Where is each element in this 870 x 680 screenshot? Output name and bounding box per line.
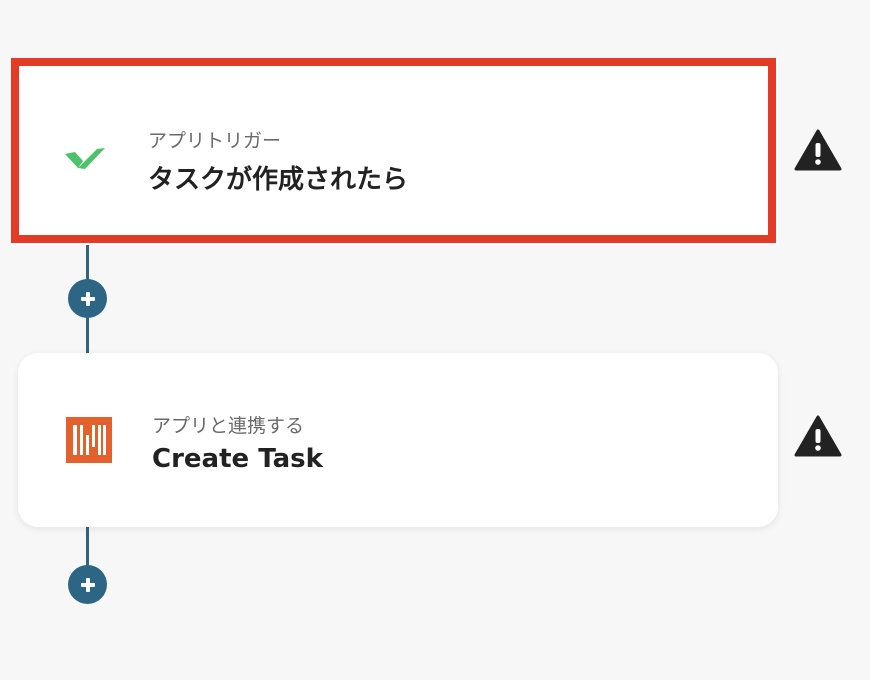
step-type-label: アプリトリガー (148, 130, 282, 152)
warning-icon[interactable] (794, 128, 842, 172)
plus-icon (80, 291, 95, 306)
step-title: タスクが作成されたら (148, 165, 409, 195)
add-step-button[interactable] (68, 279, 107, 318)
step-title: Create Task (152, 444, 323, 474)
flow-connector-line (86, 526, 89, 568)
trigger-step-card[interactable]: アプリトリガー タスクが作成されたら (14, 60, 778, 245)
step-type-label: アプリと連携する (152, 415, 305, 437)
wrike-checkmark-icon (62, 135, 108, 181)
orange-bars-app-icon (66, 417, 112, 463)
plus-icon (80, 577, 95, 592)
action-step-card[interactable]: アプリと連携する Create Task (18, 353, 778, 527)
warning-icon[interactable] (794, 414, 842, 458)
add-step-button[interactable] (68, 565, 107, 604)
